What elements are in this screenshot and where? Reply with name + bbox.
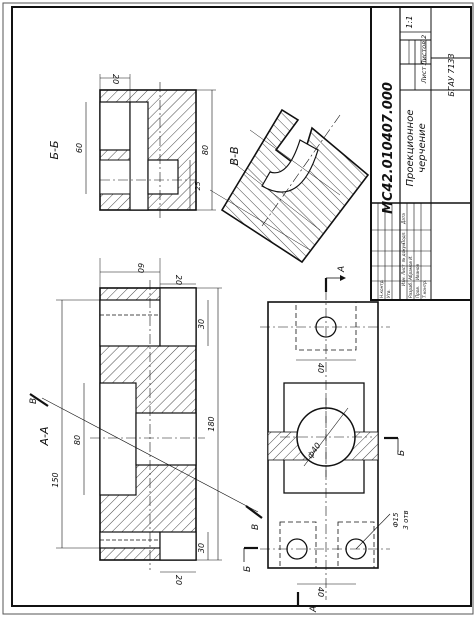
marker-a-top: А [337,266,347,273]
dim-aa-20-bottom: 20 [174,575,183,585]
row-razrab: Разраб. [408,282,413,298]
dim-plan-40-top: 40 [316,363,325,373]
scale-text: 1:1 [405,16,414,29]
row-utv: Утв. [386,289,391,298]
designation-text: МС42.010407.000 [381,82,396,214]
dim-plan-40-bottom: 40 [316,587,325,597]
marker-b-right: Б [397,450,407,456]
dim-aa-80: 80 [73,435,82,445]
dim-bb-20: 20 [111,74,120,84]
row-doc: № докум. [401,241,406,263]
marker-v-bottom: В [251,524,261,530]
section-bb-label: Б-Б [48,140,61,159]
dim-bb-60: 60 [75,143,84,153]
dim-phi15: Ф15 [392,512,400,527]
marker-v-top: В [29,398,39,404]
name-checker: Иванов [415,264,420,280]
row-tkontr: Т.контр. [422,280,427,298]
row-nkontr: Н.контр. [379,279,384,298]
sheet-label: Лист [420,67,428,85]
inner-frame [11,6,472,607]
title-block: МС42.010407.000 Проекционное черчение 1:… [370,6,472,301]
row-izm: Изм. [401,276,406,286]
marker-b-left: Б [243,566,253,572]
org-text: БГАУ 7133 [447,53,456,96]
dim-aa-150: 150 [51,472,60,487]
dim-aa-20-top: 20 [174,275,183,285]
title-name-line2: черчение [417,123,428,173]
row-list: Лист [401,264,406,276]
section-bb-view: 20 60 80 25 Б-Б [48,74,216,218]
dim-holes: 3 отв [402,510,410,529]
marker-a-bottom: А [309,606,319,613]
section-vv-view: В-В [209,108,370,264]
dim-aa-60: 60 [136,263,145,273]
name-author: Абрамов И. [408,255,413,281]
dim-aa-30-bottom: 30 [197,543,206,553]
section-vv-label: В-В [228,146,241,165]
dim-aa-30-top: 30 [197,319,206,329]
row-data: Дата [401,213,406,225]
section-aa-view: В В 60 20 30 150 80 180 30 20 А-А [29,258,263,585]
row-prov: Пров. [415,286,420,298]
row-podp: Подп. [401,231,406,244]
sheets-count: Листов 2 [420,35,428,66]
title-name-line1: Проекционное [405,110,416,187]
dim-aa-180: 180 [207,416,216,431]
section-aa-label: А-А [38,426,51,446]
dim-bb-80: 80 [201,145,210,155]
dim-bb-25: 25 [194,181,202,190]
plan-view: 40 40 ф40 Ф15 3 отв А А Б Б [243,266,410,613]
